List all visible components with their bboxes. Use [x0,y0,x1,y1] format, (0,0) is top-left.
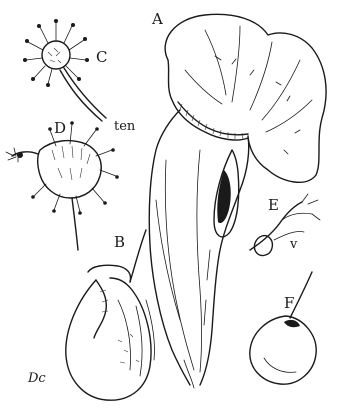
figure-e-bladder-branch [250,194,320,255]
label-d: D [54,119,66,137]
figure-b-pitcher [66,230,155,400]
figure-d-tentacled-leaf [6,121,119,250]
figure-a-pitcher-leaf [149,14,326,388]
figure-f-bladder [250,272,316,384]
label-b: B [114,233,125,251]
label-c: C [96,48,107,66]
label-ten: ten [114,119,136,134]
artist-signature: Dc [27,371,46,386]
label-f: F [284,294,294,312]
figure-c-sundew-leaf [23,19,106,121]
label-a: A [151,10,163,28]
label-e: E [268,196,279,214]
label-v: v [289,237,298,252]
